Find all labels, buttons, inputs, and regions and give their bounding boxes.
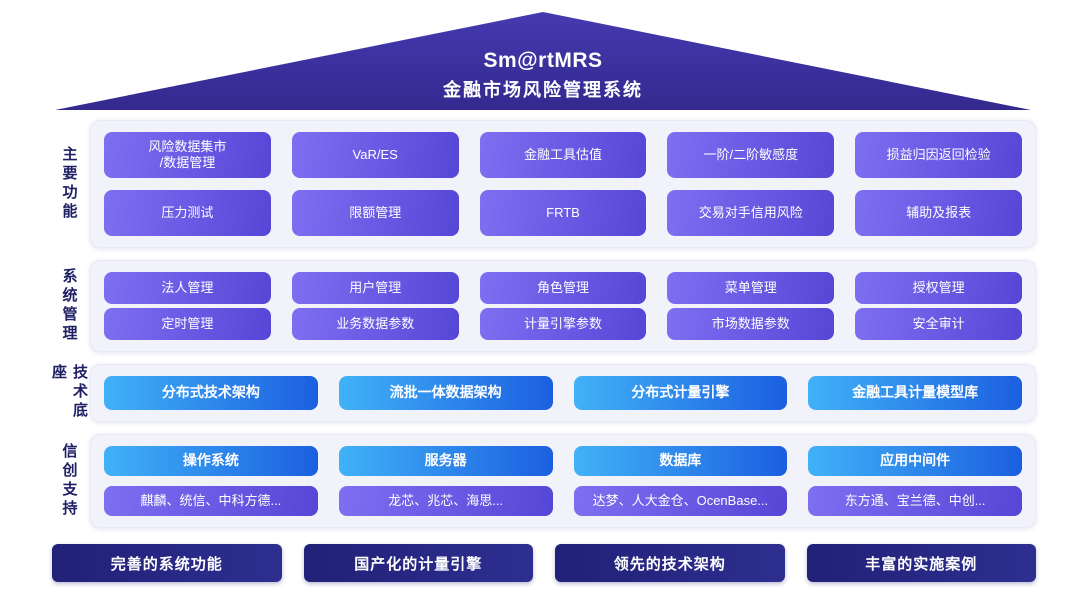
- feature-pill: 金融工具估值: [479, 132, 647, 178]
- category-pill: 应用中间件: [808, 446, 1022, 476]
- tech-pill: 分布式计量引擎: [573, 376, 788, 410]
- feature-pill: 交易对手信用风险: [667, 190, 835, 236]
- side-label-main-functions: 主要功能: [60, 146, 78, 222]
- category-pill: 服务器: [338, 446, 553, 476]
- xinchuang-category-row: 操作系统 服务器 数据库 应用中间件: [104, 446, 1022, 476]
- section-tech-base: 技术底座 分布式技术架构 流批一体数据架构 分布式计量引擎 金融工具计量模型库: [48, 364, 1036, 422]
- feature-pill: 用户管理: [291, 272, 459, 304]
- main-functions-row-2: 压力测试 限额管理 FRTB 交易对手信用风险 辅助及报表: [104, 190, 1022, 236]
- feature-pill: 限额管理: [291, 190, 459, 236]
- vendor-pill: 东方通、宝兰德、中创...: [808, 486, 1022, 516]
- system-title: Sm@rtMRS: [483, 49, 603, 72]
- tech-base-row: 分布式技术架构 流批一体数据架构 分布式计量引擎 金融工具计量模型库: [104, 376, 1022, 410]
- feature-pill: 菜单管理: [667, 272, 835, 304]
- section-main-functions: 主要功能 风险数据集市 /数据管理 VaR/ES 金融工具估值 一阶/二阶敏感度…: [48, 120, 1036, 248]
- category-pill: 操作系统: [104, 446, 318, 476]
- system-management-row-1: 法人管理 用户管理 角色管理 菜单管理 授权管理: [104, 272, 1022, 304]
- footer-highlights: 完善的系统功能 国产化的计量引擎 领先的技术架构 丰富的实施案例: [52, 544, 1036, 582]
- feature-pill: 风险数据集市 /数据管理: [104, 132, 271, 178]
- side-label-xinchuang-support: 信创支持: [60, 443, 78, 519]
- feature-pill: 法人管理: [104, 272, 271, 304]
- vendor-pill: 达梦、人大金仓、OcenBase...: [573, 486, 788, 516]
- footer-highlight: 完善的系统功能: [52, 544, 282, 582]
- system-management-row-2: 定时管理 业务数据参数 计量引擎参数 市场数据参数 安全审计: [104, 308, 1022, 340]
- feature-pill: 业务数据参数: [291, 308, 459, 340]
- tech-pill: 流批一体数据架构: [338, 376, 553, 410]
- vendor-pill: 龙芯、兆芯、海思...: [338, 486, 553, 516]
- feature-pill: 市场数据参数: [667, 308, 835, 340]
- xinchuang-panel: 操作系统 服务器 数据库 应用中间件 麒麟、统信、中科方德... 龙芯、兆芯、海…: [90, 434, 1036, 528]
- footer-highlight: 国产化的计量引擎: [303, 544, 533, 582]
- side-label-tech-base: 技术底座: [50, 364, 88, 421]
- main-functions-row-1: 风险数据集市 /数据管理 VaR/ES 金融工具估值 一阶/二阶敏感度 损益归因…: [104, 132, 1022, 178]
- section-system-management: 系统管理 法人管理 用户管理 角色管理 菜单管理 授权管理 定时管理 业务数据参…: [48, 260, 1036, 352]
- tech-base-panel: 分布式技术架构 流批一体数据架构 分布式计量引擎 金融工具计量模型库: [90, 364, 1036, 422]
- feature-pill: 授权管理: [855, 272, 1022, 304]
- feature-pill: 计量引擎参数: [479, 308, 647, 340]
- xinchuang-vendor-row: 麒麟、统信、中科方德... 龙芯、兆芯、海思... 达梦、人大金仓、OcenBa…: [104, 486, 1022, 516]
- category-pill: 数据库: [573, 446, 788, 476]
- feature-pill: VaR/ES: [291, 132, 459, 178]
- feature-pill: 压力测试: [104, 190, 271, 236]
- feature-pill: 损益归因返回检验: [855, 132, 1022, 178]
- main-functions-panel: 风险数据集市 /数据管理 VaR/ES 金融工具估值 一阶/二阶敏感度 损益归因…: [90, 120, 1036, 248]
- vendor-pill: 麒麟、统信、中科方德...: [104, 486, 318, 516]
- feature-pill: 定时管理: [104, 308, 271, 340]
- feature-pill: 一阶/二阶敏感度: [667, 132, 835, 178]
- roof-banner: Sm@rtMRS 金融市场风险管理系统: [55, 12, 1031, 110]
- system-management-panel: 法人管理 用户管理 角色管理 菜单管理 授权管理 定时管理 业务数据参数 计量引…: [90, 260, 1036, 352]
- feature-pill: 安全审计: [855, 308, 1022, 340]
- side-label-system-management: 系统管理: [60, 268, 78, 344]
- section-xinchuang-support: 信创支持 操作系统 服务器 数据库 应用中间件 麒麟、统信、中科方德... 龙芯…: [48, 434, 1036, 528]
- footer-highlight: 领先的技术架构: [555, 544, 785, 582]
- feature-pill: 辅助及报表: [855, 190, 1022, 236]
- footer-highlight: 丰富的实施案例: [806, 544, 1036, 582]
- system-subtitle: 金融市场风险管理系统: [443, 80, 643, 100]
- feature-pill: 角色管理: [479, 272, 647, 304]
- tech-pill: 金融工具计量模型库: [808, 376, 1022, 410]
- feature-pill: FRTB: [479, 190, 647, 236]
- tech-pill: 分布式技术架构: [104, 376, 318, 410]
